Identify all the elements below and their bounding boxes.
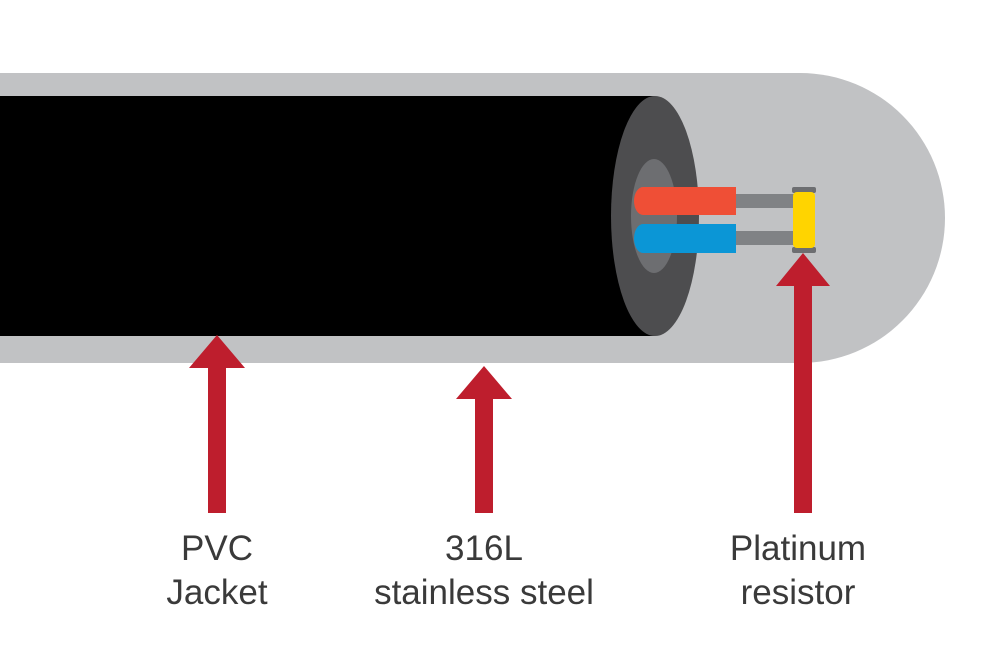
resistor-arrow (776, 253, 830, 513)
pvc-jacket-label: PVC Jacket (166, 527, 267, 615)
resistor-end-cap-top (792, 187, 816, 193)
platinum-resistor-label-line2: resistor (740, 573, 856, 612)
stainless-steel-label-line2: stainless steel (374, 573, 594, 612)
pvc-jacket-label-line1: PVC (181, 529, 253, 568)
red-wire (634, 187, 736, 215)
lead-wire-bottom (734, 231, 794, 245)
pvc-jacket-label-line2: Jacket (166, 573, 268, 612)
stainless-steel-label-line1: 316L (445, 529, 523, 568)
steel-sheath-arrow (456, 366, 512, 513)
platinum-resistor-label-line1: Platinum (729, 529, 867, 568)
platinum-resistor-element (793, 192, 815, 248)
stainless-steel-label: 316L stainless steel (374, 527, 594, 615)
lead-wire-top (734, 194, 794, 208)
insulation-core (631, 159, 677, 273)
blue-wire (634, 224, 736, 253)
resistor-end-cap-bottom (792, 247, 816, 253)
pvc-jacket (0, 96, 655, 336)
pvc-jacket-arrow (189, 335, 245, 513)
platinum-resistor-label: Platinum resistor (730, 527, 866, 615)
